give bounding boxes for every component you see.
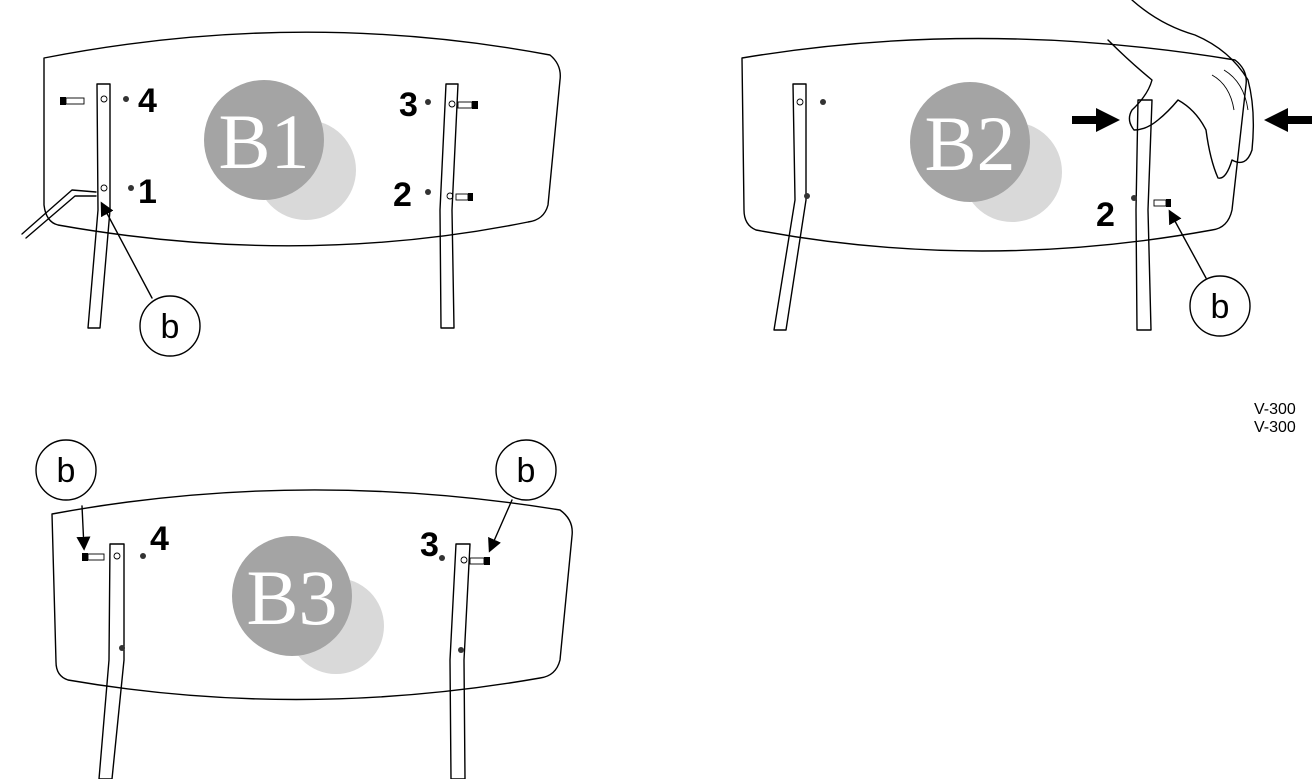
- callout-circle: [139, 295, 201, 357]
- position-number: 4: [138, 82, 157, 120]
- bolt-icon: [87, 553, 105, 561]
- bolt-hole: [140, 553, 146, 559]
- bolt-icon: [484, 557, 490, 565]
- step-badge-b3: B3: [232, 536, 384, 674]
- panel-b3: B3 4 3 b b: [35, 439, 573, 779]
- chair-leg-left: [98, 543, 125, 779]
- model-code: V-300: [1254, 401, 1296, 418]
- position-number: 2: [393, 176, 412, 214]
- hand-detail: [1211, 69, 1249, 111]
- allen-key-icon: [21, 189, 97, 239]
- position-number: 1: [138, 173, 157, 211]
- callout-arrow: [488, 499, 513, 553]
- position-number: 4: [150, 520, 169, 558]
- squeeze-arrow-icon: [1072, 108, 1312, 132]
- callout-label: b: [517, 452, 536, 490]
- bolt-holes: [100, 95, 456, 200]
- bolt-icon: [1153, 199, 1167, 207]
- bolt-hole: [804, 193, 810, 199]
- model-code: V-300: [1254, 419, 1296, 436]
- chair-leg-left: [87, 83, 111, 329]
- chair-leg-right: [449, 543, 471, 779]
- hand-icon: [1107, 0, 1255, 179]
- callout-label: b: [57, 452, 76, 490]
- bolt-icon: [469, 557, 485, 565]
- backrest-board: [51, 489, 573, 701]
- step-label: B3: [246, 554, 337, 641]
- bolt-hole: [439, 555, 445, 561]
- backrest-board: [43, 31, 561, 247]
- callout-circle: [1189, 275, 1251, 337]
- backrest-board: [741, 37, 1247, 252]
- step-label: B1: [218, 98, 309, 185]
- bolt-hole: [820, 99, 826, 105]
- position-number: 2: [1096, 196, 1115, 234]
- chair-leg-right: [439, 83, 459, 329]
- bolt-hole: [458, 647, 464, 653]
- bolt-hole: [119, 645, 125, 651]
- bolt-hole: [1131, 195, 1137, 201]
- bolt-icon: [1166, 199, 1171, 207]
- position-number: 3: [420, 526, 439, 564]
- callout-label: b: [161, 308, 180, 346]
- callout-circle: [35, 439, 97, 501]
- bolt-icon: [60, 97, 478, 201]
- step-badge-b1: B1: [204, 80, 356, 220]
- bolt-hole: [460, 556, 468, 564]
- callout-arrow: [100, 201, 153, 299]
- step-badge-b2: B2: [910, 82, 1062, 222]
- bolt-icon: [82, 553, 88, 561]
- bolt-hole: [796, 98, 804, 106]
- callout-circle: [495, 439, 557, 501]
- bolt-hole: [113, 552, 121, 560]
- position-number: 3: [399, 86, 418, 124]
- panel-b1: B1 4 1 3 2 b: [21, 31, 561, 357]
- chair-leg-right: [1135, 99, 1153, 331]
- callout-arrow: [76, 505, 91, 551]
- chair-leg-left: [773, 83, 807, 331]
- callout-arrow: [1168, 209, 1207, 279]
- callout-label: b: [1211, 288, 1230, 326]
- step-label: B2: [924, 100, 1015, 187]
- panel-b2: B2 2 b: [741, 0, 1312, 337]
